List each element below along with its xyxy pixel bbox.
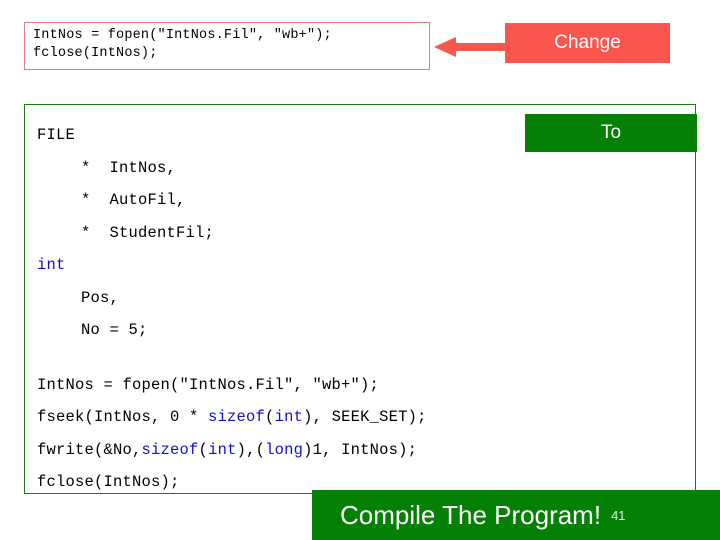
keyword-int: int [208, 440, 237, 459]
keyword-sizeof: sizeof [208, 408, 266, 426]
original-code-box: IntNos = fopen("IntNos.Fil", "wb+"); fcl… [24, 22, 430, 70]
code-seg: ), SEEK_SET); [303, 408, 427, 426]
code-line-fseek: fseek(IntNos, 0 * sizeof(int), SEEK_SET)… [37, 401, 695, 434]
code-line-file: FILE [37, 126, 76, 144]
code-blank-line [37, 347, 695, 369]
code-line-studentfil-decl: * StudentFil; [81, 223, 215, 242]
code-line-autofil-decl: * AutoFil, [81, 191, 186, 209]
change-banner: Change [505, 23, 670, 63]
code-seg: ),( [236, 440, 266, 459]
code-seg: )1, IntNos); [303, 440, 418, 459]
code-seg: ( [198, 440, 209, 459]
to-banner-label: To [600, 122, 622, 143]
code-seg: fwrite(&No, [37, 440, 142, 459]
code-line-fwrite: fwrite(&No,sizeof(int),(long)1, IntNos); [37, 434, 695, 467]
change-banner-label: Change [554, 32, 621, 53]
code-line-no-decl: No = 5; [81, 321, 148, 339]
code-line-fclose: fclose(IntNos); [37, 473, 180, 491]
code-seg: ( [265, 408, 275, 426]
code-line: fclose(IntNos); [33, 46, 158, 61]
to-banner: To [525, 114, 697, 152]
compile-banner: Compile The Program! 41 [312, 490, 720, 540]
keyword-sizeof: sizeof [141, 440, 199, 459]
code-line-pos-decl: Pos, [81, 288, 120, 307]
keyword-int: int [274, 408, 304, 426]
slide-number: 41 [611, 507, 626, 523]
keyword-long: long [265, 440, 304, 459]
code-line: IntNos = fopen("IntNos.Fil", "wb+"); [33, 28, 332, 43]
updated-code-box: FILE * IntNos, * AutoFil, * StudentFil; … [24, 104, 696, 494]
code-line-intnos-decl: * IntNos, [81, 158, 177, 177]
compile-banner-label: Compile The Program! [340, 499, 602, 530]
code-line-fopen: IntNos = fopen("IntNos.Fil", "wb+"); [37, 375, 380, 394]
code-seg: fseek(IntNos, 0 * [37, 408, 209, 426]
keyword-int: int [37, 256, 66, 274]
change-arrow-icon [434, 37, 530, 57]
code-line-int-keyword: int [37, 249, 695, 282]
